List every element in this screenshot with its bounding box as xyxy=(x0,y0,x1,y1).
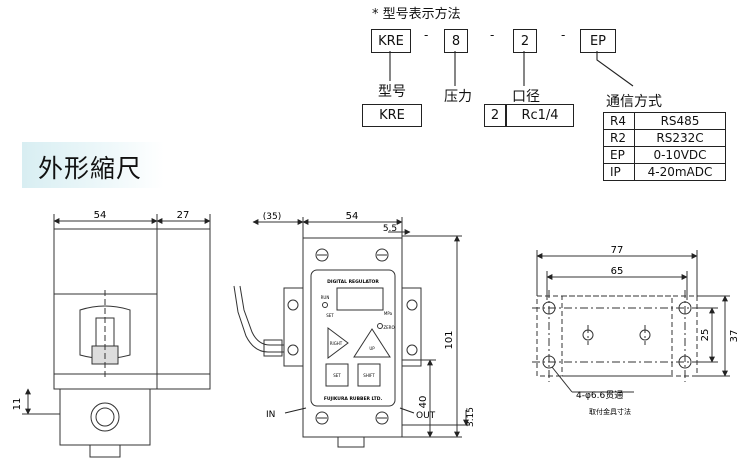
comm-value: RS232C xyxy=(634,129,726,147)
bracket-view xyxy=(532,250,730,393)
dim-pitch: 65 xyxy=(611,266,624,277)
dim-front-height: 101 xyxy=(444,330,455,349)
model-box-comm: EP xyxy=(580,29,616,53)
indicator-mpa: MPa xyxy=(384,311,393,316)
dim-bracket-height: 37 xyxy=(729,330,740,343)
model-box-series: KRE xyxy=(371,29,411,53)
dim-cable: (35) xyxy=(263,212,281,222)
model-value-box: KRE xyxy=(362,104,422,127)
section-title: 外形縮尺 xyxy=(38,154,143,183)
up-button: UP xyxy=(369,346,375,351)
dim-offset: 5.5 xyxy=(383,224,397,234)
port-in: IN xyxy=(266,410,275,420)
label-pressure: 压力 xyxy=(444,89,472,105)
label-model: 型号 xyxy=(378,84,406,100)
dim-lower: 40 xyxy=(418,396,429,409)
leader-lines xyxy=(389,51,634,87)
bracket-caption: 取付金具寸法 xyxy=(589,407,631,416)
port-out: OUT xyxy=(416,411,436,421)
front-view xyxy=(233,217,470,448)
label-comm: 通信方式 xyxy=(606,94,662,110)
port-leaders xyxy=(284,407,415,414)
model-box-pressure: 8 xyxy=(444,29,468,53)
shift-button: SHIFT xyxy=(363,373,375,378)
dim-front-width: 54 xyxy=(346,211,359,222)
dim-side-height: 11 xyxy=(12,398,23,411)
indicator-set: SET xyxy=(326,313,334,318)
maker-label: FUJIKURA RUBBER LTD. xyxy=(324,396,383,402)
section-heading: 外形縮尺 xyxy=(22,142,164,188)
dim-side-depth: 27 xyxy=(177,210,190,221)
port-value-code: 2 xyxy=(484,104,506,127)
side-view xyxy=(22,214,211,458)
right-button: RIGHT xyxy=(330,341,343,346)
model-box-port: 2 xyxy=(513,29,537,53)
comm-value: 4-20mADC xyxy=(634,163,726,181)
separator: - xyxy=(424,28,429,42)
separator: - xyxy=(490,28,495,42)
comm-code: EP xyxy=(603,146,635,164)
comm-value: 0-10VDC xyxy=(634,146,726,164)
model-code-title: * 型号表示方法 xyxy=(372,7,461,22)
set-button: SET xyxy=(333,373,341,378)
leader-comm xyxy=(596,51,634,87)
dim-inner: 25 xyxy=(700,329,711,342)
dim-outer: 77 xyxy=(611,245,624,256)
comm-value: RS485 xyxy=(634,112,726,130)
label-port: 口径 xyxy=(512,89,540,105)
dim-bottom: 3.15 xyxy=(466,407,476,427)
indicator-zero: ZERO xyxy=(383,325,394,330)
port-value-size: Rc1/4 xyxy=(506,104,574,127)
comm-code: IP xyxy=(603,163,635,181)
separator: - xyxy=(561,28,566,42)
comm-code: R4 xyxy=(603,112,635,130)
panel-title: DIGITAL REGULATOR xyxy=(327,279,379,285)
dim-side-width: 54 xyxy=(94,210,107,221)
hole-note: 4-φ6.6贯通 xyxy=(576,390,623,401)
indicator-run: RUN xyxy=(321,295,330,300)
